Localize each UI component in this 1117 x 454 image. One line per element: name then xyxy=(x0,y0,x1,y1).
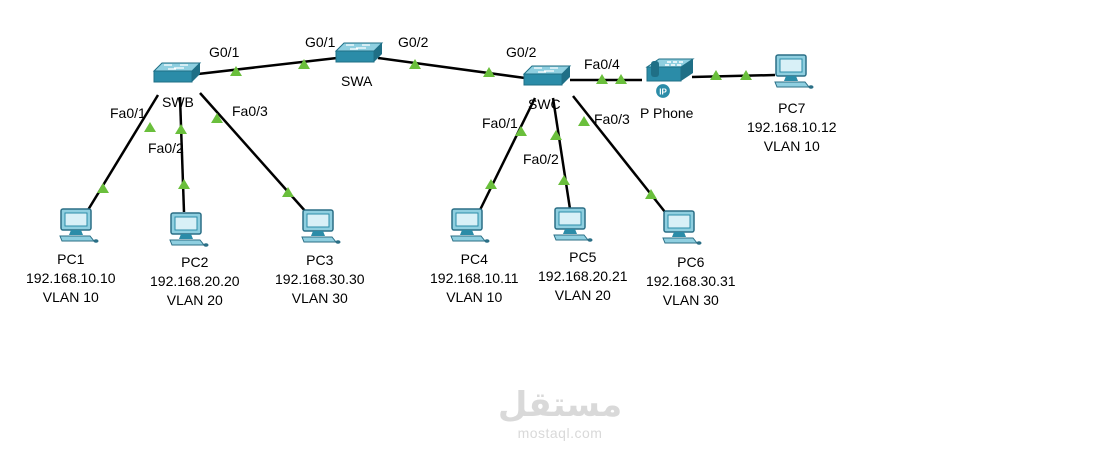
port-up-indicator xyxy=(144,122,156,132)
pc7-info: PC7 192.168.10.12 VLAN 10 xyxy=(742,97,842,158)
port-up-indicator xyxy=(211,113,223,123)
ip-phone-label: P Phone xyxy=(640,105,694,121)
port-up-indicator xyxy=(483,67,495,77)
pc3-info: PC3 192.168.30.30 VLAN 30 xyxy=(270,249,370,310)
pc4-vlan: VLAN 10 xyxy=(446,289,503,305)
port-up-indicator xyxy=(485,179,497,189)
pc4-info: PC4 192.168.10.11 VLAN 10 xyxy=(425,248,524,309)
pc6-ip: 192.168.30.31 xyxy=(646,273,736,289)
swa-label: SWA xyxy=(341,73,373,89)
switch-swb-icon[interactable] xyxy=(153,62,201,83)
pc6-info: PC6 192.168.30.31 VLAN 30 xyxy=(641,251,741,312)
pc3-icon[interactable] xyxy=(301,209,342,245)
port-up-indicator xyxy=(710,70,722,80)
port-label-swb-fa03: Fa0/3 xyxy=(232,103,268,119)
port-up-indicator xyxy=(740,70,752,80)
port-up-indicator xyxy=(230,66,242,76)
pc2-vlan: VLAN 20 xyxy=(166,292,223,308)
swb-label: SWB xyxy=(162,94,194,110)
port-up-indicator xyxy=(409,59,421,69)
port-up-indicator xyxy=(550,130,562,140)
watermark-latin: mostaql.com xyxy=(517,425,603,441)
port-label-swc-fa03: Fa0/3 xyxy=(594,111,630,127)
links xyxy=(86,56,776,213)
port-up-indicator xyxy=(175,124,187,134)
link-swa-swc xyxy=(377,56,526,80)
pc7-ip: 192.168.10.12 xyxy=(747,119,837,135)
port-up-indicator xyxy=(515,126,527,136)
port-up-indicator xyxy=(645,189,657,199)
link-phone-pc7 xyxy=(691,73,776,79)
pc6-name: PC6 xyxy=(677,254,705,270)
pc5-ip: 192.168.20.21 xyxy=(538,268,628,284)
port-label-swa-g01: G0/1 xyxy=(305,34,336,50)
port-up-indicator xyxy=(97,183,109,193)
switch-swc-icon[interactable] xyxy=(523,65,571,86)
mostaql-watermark: مستقل mostaql.com xyxy=(490,385,630,441)
watermark-arabic: مستقل xyxy=(497,385,623,425)
port-up-indicator xyxy=(615,74,627,84)
pc7-icon[interactable] xyxy=(774,54,815,90)
pc1-vlan: VLAN 10 xyxy=(42,289,99,305)
port-up-indicator xyxy=(282,187,294,197)
pc3-ip: 192.168.30.30 xyxy=(275,271,365,287)
pc4-icon[interactable] xyxy=(450,208,491,244)
port-label-swb-g01: G0/1 xyxy=(209,44,240,60)
pc3-vlan: VLAN 30 xyxy=(291,290,348,306)
pc5-vlan: VLAN 20 xyxy=(554,287,611,303)
pc6-vlan: VLAN 30 xyxy=(662,292,719,308)
pc2-icon[interactable] xyxy=(169,212,210,248)
pc1-ip: 192.168.10.10 xyxy=(26,270,116,286)
ip-badge-label: IP xyxy=(659,88,667,97)
port-label-swb-fa02: Fa0/2 xyxy=(148,140,184,156)
port-status-indicators xyxy=(97,59,752,199)
link-swb-pc2 xyxy=(178,96,186,213)
link-swc-pc5 xyxy=(551,97,572,210)
port-up-indicator xyxy=(178,179,190,189)
port-up-indicator xyxy=(578,116,590,126)
swc-label: SWC xyxy=(528,96,561,112)
pc4-ip: 192.168.10.11 xyxy=(430,270,519,286)
pc1-info: PC1 192.168.10.10 VLAN 10 xyxy=(21,248,121,309)
pc2-name: PC2 xyxy=(181,254,209,270)
pc2-info: PC2 192.168.20.20 VLAN 20 xyxy=(145,251,245,312)
link-swc-pc4 xyxy=(478,97,537,211)
pc4-name: PC4 xyxy=(460,251,488,267)
pc5-icon[interactable] xyxy=(553,207,594,243)
pc1-icon[interactable] xyxy=(59,208,100,244)
pc5-name: PC5 xyxy=(569,249,597,265)
port-label-swc-g02: G0/2 xyxy=(506,44,537,60)
link-swb-swa xyxy=(197,56,338,76)
pc3-name: PC3 xyxy=(306,252,334,268)
pc7-name: PC7 xyxy=(778,100,806,116)
port-up-indicator xyxy=(298,59,310,69)
pc6-icon[interactable] xyxy=(662,210,703,246)
port-up-indicator xyxy=(596,74,608,84)
ip-phone-icon[interactable]: IP xyxy=(645,58,695,100)
port-label-swc-fa01: Fa0/1 xyxy=(482,115,518,131)
port-up-indicator xyxy=(558,175,570,185)
pc5-info: PC5 192.168.20.21 VLAN 20 xyxy=(533,246,633,307)
pc1-name: PC1 xyxy=(57,251,85,267)
pc2-ip: 192.168.20.20 xyxy=(150,273,240,289)
pc7-vlan: VLAN 10 xyxy=(763,138,820,154)
switch-swa-icon[interactable] xyxy=(335,42,383,63)
port-label-swc-fa04: Fa0/4 xyxy=(584,56,620,72)
port-label-swa-g02: G0/2 xyxy=(398,34,429,50)
port-label-swc-fa02: Fa0/2 xyxy=(523,151,559,167)
port-label-swb-fa01: Fa0/1 xyxy=(110,105,146,121)
